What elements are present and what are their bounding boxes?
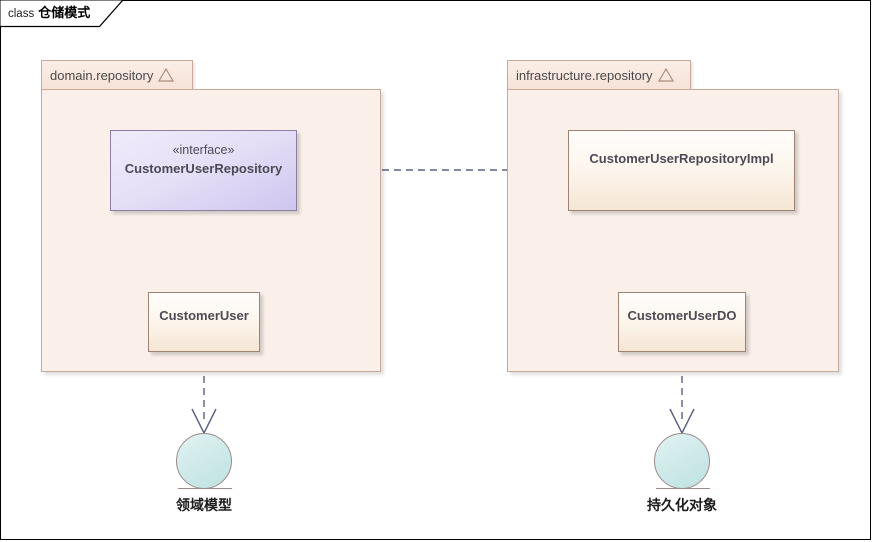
annotation-persistent-object[interactable]: 持久化对象 bbox=[647, 433, 717, 513]
diagram-frame-tab bbox=[0, 0, 123, 28]
class-name: CustomerUser bbox=[159, 308, 249, 323]
class-name: CustomerUserRepositoryImpl bbox=[589, 151, 774, 166]
interface-name: CustomerUserRepository bbox=[124, 161, 283, 176]
package-domain-repository[interactable]: domain.repository bbox=[41, 60, 381, 372]
diagram-keyword: class bbox=[8, 8, 35, 20]
triangle-icon bbox=[158, 67, 175, 82]
package-header-domain-repository[interactable]: domain.repository bbox=[41, 60, 193, 90]
class-customeruser[interactable]: CustomerUser bbox=[148, 292, 260, 352]
interface-stereotype: «interface» bbox=[172, 143, 235, 157]
circle-icon bbox=[176, 433, 232, 489]
circle-underline bbox=[656, 488, 710, 489]
circle-underline bbox=[178, 488, 232, 489]
diagram-title-text: 仓储模式 bbox=[38, 5, 91, 20]
class-customeruserrepositoryimpl[interactable]: CustomerUserRepositoryImpl bbox=[568, 130, 795, 211]
package-label: domain.repository bbox=[50, 67, 154, 83]
annotation-label: 持久化对象 bbox=[647, 497, 717, 513]
class-customeruserdo[interactable]: CustomerUserDO bbox=[618, 292, 746, 352]
circle-icon bbox=[654, 433, 710, 489]
annotation-domain-model[interactable]: 领域模型 bbox=[176, 433, 232, 513]
interface-customeruserrepository[interactable]: «interface» CustomerUserRepository bbox=[110, 130, 297, 211]
triangle-icon bbox=[657, 67, 674, 82]
package-label: infrastructure.repository bbox=[516, 67, 653, 83]
class-name: CustomerUserDO bbox=[627, 308, 737, 323]
package-header-infrastructure-repository[interactable]: infrastructure.repository bbox=[507, 60, 691, 90]
annotation-label: 领域模型 bbox=[176, 497, 232, 513]
